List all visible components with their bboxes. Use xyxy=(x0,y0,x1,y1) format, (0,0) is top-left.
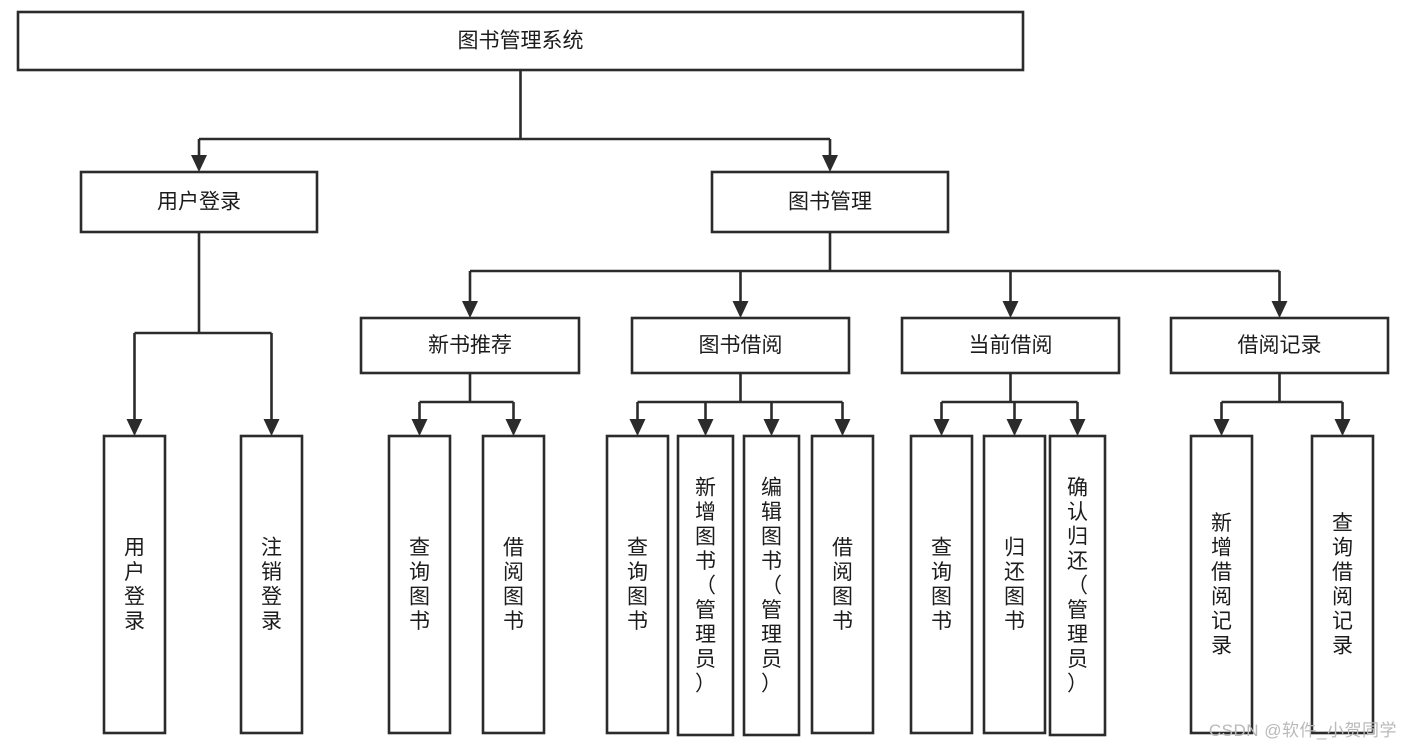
arrow-head-icon xyxy=(462,301,478,318)
node-box xyxy=(630,316,851,375)
node-new-book-recommend[interactable]: 新书推荐 xyxy=(359,316,581,375)
arrow-head-icon xyxy=(1006,419,1023,436)
node-leaf-query-book-3[interactable]: 查询图书 xyxy=(909,434,974,735)
node-layer: 图书管理系统用户登录图书管理新书推荐图书借阅当前借阅借阅记录用户登录注销登录查询… xyxy=(16,10,1390,737)
node-box xyxy=(710,170,950,234)
node-leaf-return-book[interactable]: 归还图书 xyxy=(982,434,1047,735)
node-borrow-record[interactable]: 借阅记录 xyxy=(1169,316,1390,375)
node-label: 查询图书 xyxy=(627,537,648,634)
arrow-head-icon xyxy=(763,419,780,436)
arrow-head-icon xyxy=(629,419,646,436)
node-label: 新增借阅记录 xyxy=(1211,512,1232,658)
node-label: 注销登录 xyxy=(261,537,282,634)
node-user-login[interactable]: 用户登录 xyxy=(79,170,319,234)
node-label: 借阅图书 xyxy=(832,537,853,634)
arrow-head-icon xyxy=(697,419,714,436)
node-root[interactable]: 图书管理系统 xyxy=(16,10,1025,72)
node-box xyxy=(1310,434,1375,735)
node-leaf-add-book[interactable]: 新增图书（管理员） xyxy=(676,434,735,737)
node-box xyxy=(16,10,1025,72)
arrow-head-icon xyxy=(933,419,950,436)
node-label: 图书管理 xyxy=(788,191,872,214)
arrow-head-icon xyxy=(505,419,522,436)
node-leaf-logout[interactable]: 注销登录 xyxy=(239,434,304,735)
node-label: 用户登录 xyxy=(124,537,145,634)
node-book-borrow[interactable]: 图书借阅 xyxy=(630,316,851,375)
node-label: 借阅图书 xyxy=(503,537,524,634)
node-box xyxy=(239,434,304,735)
node-leaf-edit-book[interactable]: 编辑图书（管理员） xyxy=(742,434,801,737)
arrow-head-icon xyxy=(263,419,280,436)
arrow-head-icon xyxy=(191,155,207,172)
node-label: 图书管理系统 xyxy=(458,30,584,53)
watermark-label: CSDN @软件_小贺同学 xyxy=(1208,721,1397,740)
node-box xyxy=(605,434,670,735)
node-box xyxy=(900,316,1121,375)
node-leaf-add-record[interactable]: 新增借阅记录 xyxy=(1189,434,1254,735)
arrow-head-icon xyxy=(822,155,838,172)
node-box xyxy=(102,434,167,735)
arrow-head-icon xyxy=(834,419,851,436)
node-label: 归还图书 xyxy=(1004,537,1025,634)
node-leaf-query-record[interactable]: 查询借阅记录 xyxy=(1310,434,1375,735)
node-book-manage[interactable]: 图书管理 xyxy=(710,170,950,234)
arrow-head-icon xyxy=(1271,301,1288,318)
arrow-head-icon xyxy=(411,419,428,436)
node-label: 编辑图书（管理员） xyxy=(761,476,782,695)
arrow-head-icon xyxy=(732,301,749,318)
arrow-head-icon xyxy=(1002,301,1019,318)
node-box xyxy=(909,434,974,735)
node-label: 查询借阅记录 xyxy=(1332,512,1353,658)
node-box xyxy=(1189,434,1254,735)
node-current-borrow[interactable]: 当前借阅 xyxy=(900,316,1121,375)
node-label: 查询图书 xyxy=(409,537,430,634)
node-leaf-confirm-return[interactable]: 确认归还（管理员） xyxy=(1048,434,1107,737)
node-label: 新书推荐 xyxy=(428,334,512,357)
node-leaf-user-login[interactable]: 用户登录 xyxy=(102,434,167,735)
node-box xyxy=(79,170,319,234)
node-box xyxy=(359,316,581,375)
arrow-head-icon xyxy=(1069,419,1086,436)
node-box xyxy=(481,434,546,735)
node-leaf-query-book-2[interactable]: 查询图书 xyxy=(605,434,670,735)
node-label: 查询图书 xyxy=(931,537,952,634)
node-box xyxy=(982,434,1047,735)
node-box xyxy=(676,434,735,737)
node-box xyxy=(742,434,801,737)
node-leaf-borrow-book-2[interactable]: 借阅图书 xyxy=(810,434,875,735)
node-box xyxy=(1048,434,1107,737)
node-leaf-borrow-book-1[interactable]: 借阅图书 xyxy=(481,434,546,735)
arrow-head-icon xyxy=(1213,419,1230,436)
arrow-head-icon xyxy=(1334,419,1351,436)
node-box xyxy=(810,434,875,735)
connector-layer xyxy=(126,70,1351,436)
node-label: 当前借阅 xyxy=(969,334,1053,357)
node-box xyxy=(387,434,452,735)
node-label: 确认归还（管理员） xyxy=(1067,476,1088,695)
node-leaf-query-book-1[interactable]: 查询图书 xyxy=(387,434,452,735)
node-box xyxy=(1169,316,1390,375)
node-label: 用户登录 xyxy=(157,191,241,214)
node-label: 图书借阅 xyxy=(699,334,783,357)
node-label: 借阅记录 xyxy=(1238,334,1322,357)
arrow-head-icon xyxy=(126,419,143,436)
node-label: 新增图书（管理员） xyxy=(695,476,716,695)
